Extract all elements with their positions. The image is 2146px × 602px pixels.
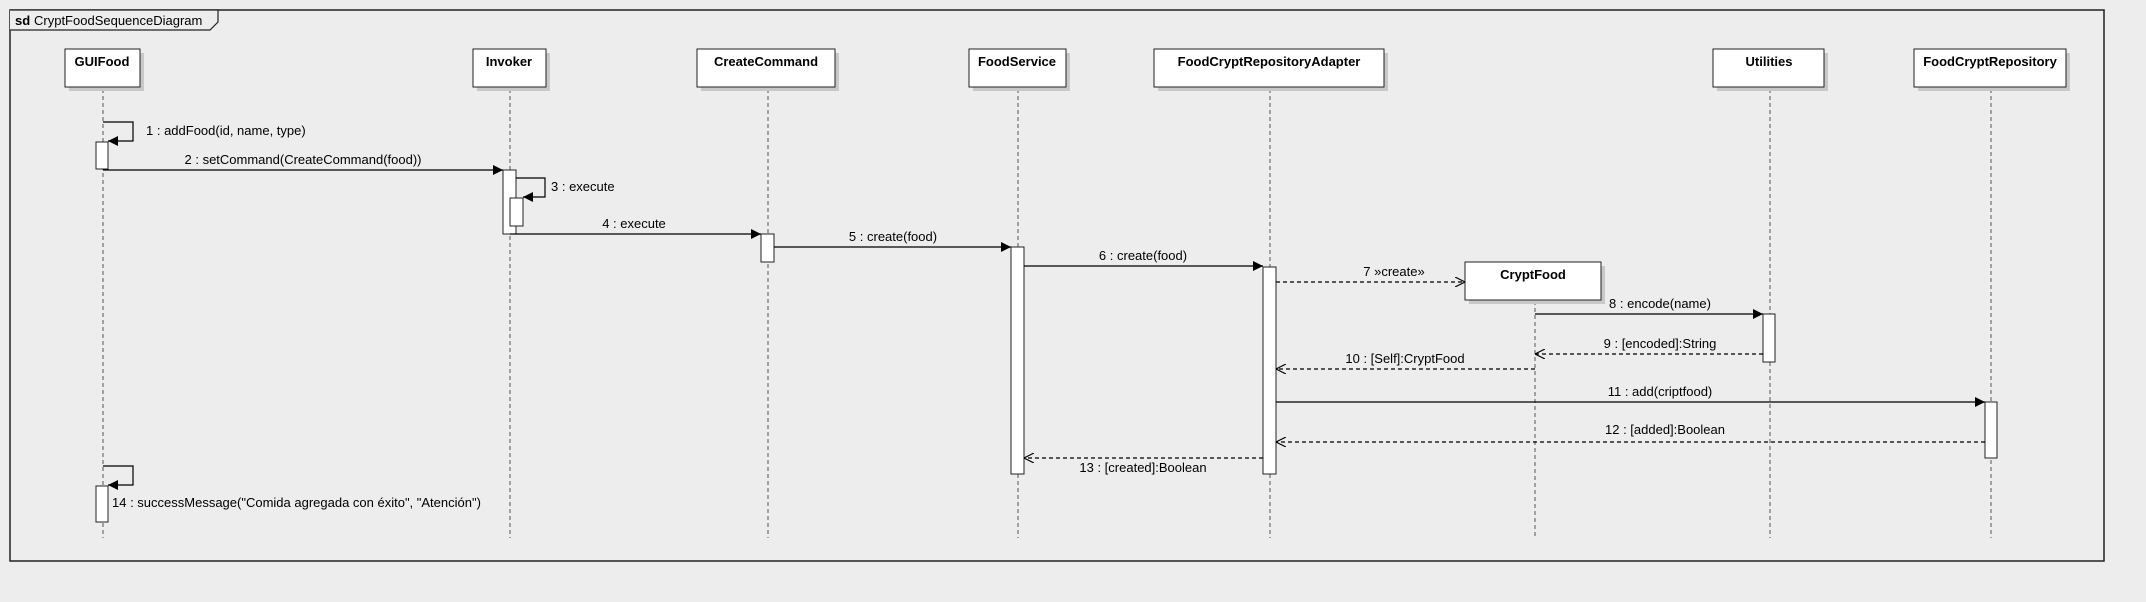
message-13-label: 13 : [created]:Boolean bbox=[1079, 460, 1206, 475]
message-7-label: 7 »create» bbox=[1363, 264, 1424, 279]
participant-foodcryptrepositoryadapter: FoodCryptRepositoryAdapter bbox=[1153, 48, 1388, 91]
participant-label: Utilities bbox=[1746, 54, 1793, 69]
message-4-label: 4 : execute bbox=[602, 216, 666, 231]
message-3-label: 3 : execute bbox=[551, 179, 615, 194]
message-8-label: 8 : encode(name) bbox=[1609, 296, 1711, 311]
message-12-label: 12 : [added]:Boolean bbox=[1605, 422, 1725, 437]
participant-label: GUIFood bbox=[75, 54, 130, 69]
participant-guifood: GUIFood bbox=[64, 48, 144, 91]
participant-label: FoodService bbox=[978, 54, 1056, 69]
message-3-arrow bbox=[516, 177, 546, 202]
participant-label: CryptFood bbox=[1500, 267, 1566, 282]
participant-foodservice: FoodService bbox=[968, 48, 1070, 91]
diagram-frame: sd CryptFoodSequenceDiagram bbox=[9, 9, 2105, 562]
message-14-arrow bbox=[103, 465, 134, 490]
activation-foodcryptrepository bbox=[1984, 401, 1998, 459]
frame-keyword: sd bbox=[15, 13, 30, 28]
activation-utilities bbox=[1762, 313, 1776, 363]
activation-createcommand bbox=[760, 233, 775, 263]
message-1-label: 1 : addFood(id, name, type) bbox=[146, 123, 306, 138]
activation-guifood-1 bbox=[95, 141, 109, 170]
participant-label: FoodCryptRepository bbox=[1923, 54, 2057, 69]
message-10-label: 10 : [Self]:CryptFood bbox=[1345, 351, 1464, 366]
activation-foodcryptrepositoryadapter bbox=[1262, 266, 1277, 475]
message-9-label: 9 : [encoded]:String bbox=[1604, 336, 1717, 351]
message-1-arrow bbox=[103, 121, 134, 146]
message-6-label: 6 : create(food) bbox=[1099, 248, 1187, 263]
participant-utilities: Utilities bbox=[1712, 48, 1828, 91]
participant-createcommand: CreateCommand bbox=[696, 48, 839, 91]
message-5-label: 5 : create(food) bbox=[849, 229, 937, 244]
participant-cryptfood: CryptFood bbox=[1464, 261, 1605, 304]
participant-foodcryptrepository: FoodCryptRepository bbox=[1913, 48, 2070, 91]
activation-invoker-2 bbox=[509, 197, 524, 227]
message-11-label: 11 : add(criptfood) bbox=[1608, 384, 1713, 399]
message-14-label: 14 : successMessage("Comida agregada con… bbox=[112, 495, 481, 510]
activation-foodservice bbox=[1010, 246, 1025, 475]
activation-guifood-2 bbox=[95, 485, 109, 523]
participant-label: FoodCryptRepositoryAdapter bbox=[1178, 54, 1361, 69]
frame-title: CryptFoodSequenceDiagram bbox=[34, 13, 202, 28]
participant-label: CreateCommand bbox=[714, 54, 818, 69]
participant-label: Invoker bbox=[486, 54, 532, 69]
participant-invoker: Invoker bbox=[472, 48, 550, 91]
message-2-label: 2 : setCommand(CreateCommand(food)) bbox=[185, 152, 422, 167]
